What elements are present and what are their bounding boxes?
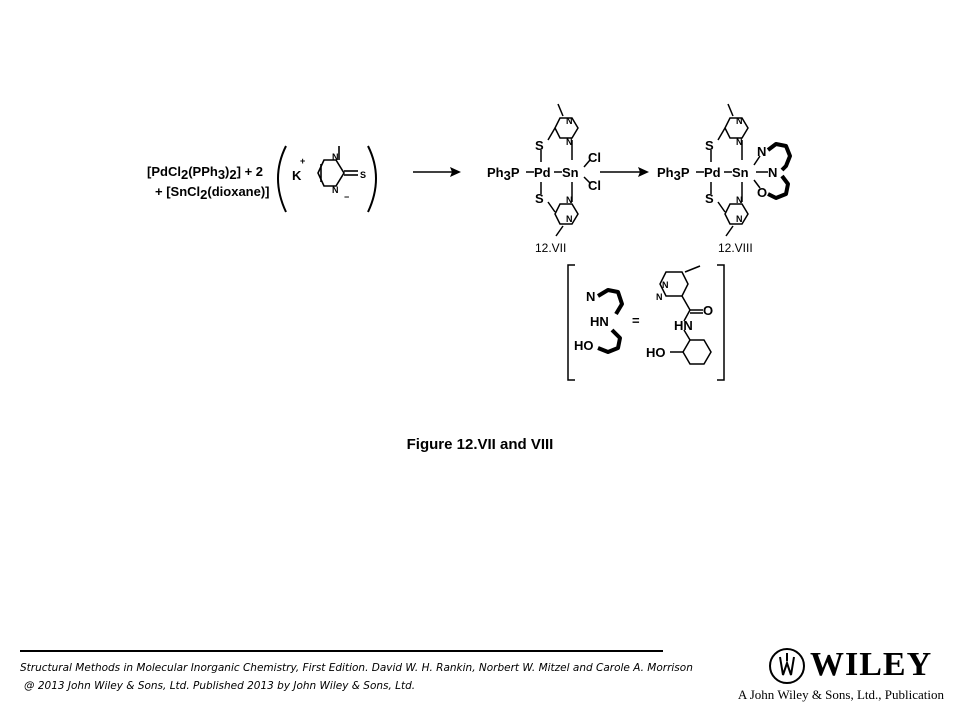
sn-n-bond-1 (753, 155, 761, 166)
vii-n-top-2: N (566, 137, 573, 147)
viii-s-bottom: S (705, 191, 714, 206)
viii-n-top-2: N (736, 137, 743, 147)
right-parenthesis (367, 145, 377, 213)
ligand-legend (567, 264, 725, 381)
top-methyl (727, 103, 734, 117)
viii-s-top: S (705, 138, 714, 153)
vii-s-bottom: S (535, 191, 544, 206)
ligand-ho: HO (646, 345, 666, 360)
legend-full-ligand (659, 265, 712, 365)
potassium-label: K (292, 168, 302, 183)
bottom-imidazole-ring (724, 203, 749, 225)
ligand-c-n (683, 309, 691, 322)
wiley-logo: WILEY A John Wiley & Sons, Ltd., Publica… (738, 645, 944, 705)
viii-n-ligand-2: N (768, 165, 777, 180)
reagent-sn-complex: + [SnCl2(dioxane)] (155, 184, 270, 202)
wiley-wordmark: WILEY (810, 646, 933, 683)
viii-ph3p: Ph3P (657, 165, 690, 183)
legend-hn: HN (590, 314, 609, 329)
ligand-o: O (703, 303, 713, 318)
viii-sn: Sn (732, 165, 749, 180)
citation-line-2: @ 2013 John Wiley & Sons, Ltd. Published… (24, 680, 416, 692)
negative-charge: − (344, 192, 349, 202)
tridentate-ligand-chelate (766, 142, 792, 200)
ligand-n-aryl (683, 329, 691, 341)
figure-caption: Figure 12.VII and VIII (406, 436, 554, 453)
legend-equals: = (632, 313, 640, 328)
right-bracket (717, 264, 725, 381)
imidazole-ring (317, 159, 345, 187)
sn-o-bond (753, 179, 761, 189)
vii-n-top: N (566, 116, 573, 126)
compound-label-12-vii: 12.VII (535, 241, 566, 255)
top-methyl (557, 103, 564, 117)
ligand-n-2: N (656, 292, 663, 302)
reaction-arrow-2 (600, 167, 649, 177)
viii-n-ligand-1: N (757, 144, 766, 159)
reagent-pd-complex: [PdCl2(PPh3)2] + 2 (147, 164, 263, 182)
ligand-benzene (682, 339, 712, 365)
legend-shorthand-ligand (596, 288, 624, 354)
viii-n-bottom-2: N (736, 214, 743, 224)
vii-cl-2: Cl (588, 178, 601, 193)
publisher-tagline: A John Wiley & Sons, Ltd., Publication (737, 687, 944, 702)
thione-n1: N (332, 152, 339, 162)
top-cs-bond (717, 127, 726, 141)
viii-o-ligand: O (757, 185, 767, 200)
reaction-scheme: [PdCl2(PPh3)2] + 2 + [SnCl2(dioxane)] K … (147, 103, 792, 381)
bottom-imidazole-ring (554, 203, 579, 225)
vii-s-top: S (535, 138, 544, 153)
thione-n2: N (332, 185, 339, 195)
top-cs-bond (547, 127, 556, 141)
potassium-imidazolethione-salt (277, 145, 377, 213)
compound-label-12-viii: 12.VIII (718, 241, 753, 255)
left-bracket (567, 264, 575, 381)
citation-line-1: Structural Methods in Molecular Inorgani… (20, 662, 693, 674)
bottom-cs-bond (717, 201, 726, 213)
viii-n-bottom: N (736, 195, 743, 205)
ligand-n-1: N (662, 280, 669, 290)
ligand-c-amide (681, 295, 691, 311)
vii-ph3p: Ph3P (487, 165, 520, 183)
bottom-methyl (725, 225, 734, 237)
vii-n-bottom-2: N (566, 214, 573, 224)
wiley-seal-icon (769, 648, 805, 684)
sn-cl-bond-1 (583, 159, 591, 168)
citation: Structural Methods in Molecular Inorgani… (20, 659, 740, 695)
left-parenthesis (277, 145, 287, 213)
vii-cl-1: Cl (588, 150, 601, 165)
viii-pd: Pd (704, 165, 721, 180)
viii-n-top: N (736, 116, 743, 126)
legend-ho: HO (574, 338, 594, 353)
potassium-charge: + (300, 156, 305, 166)
reagents: [PdCl2(PPh3)2] + 2 + [SnCl2(dioxane)] (147, 164, 270, 202)
bottom-cs-bond (547, 201, 556, 213)
product-12-viii (696, 103, 768, 237)
vii-pd: Pd (534, 165, 551, 180)
reaction-arrow-1 (413, 167, 461, 177)
sn-cl-bond-2 (583, 176, 591, 184)
ligand-n-methyl (684, 265, 701, 273)
footer-rule (20, 650, 663, 652)
ligand-hn: HN (674, 318, 693, 333)
thione-s: S (360, 170, 366, 180)
vii-sn: Sn (562, 165, 579, 180)
legend-n: N (586, 289, 595, 304)
vii-n-bottom: N (566, 195, 573, 205)
bottom-methyl (555, 225, 564, 237)
product-12-vii (526, 103, 591, 237)
